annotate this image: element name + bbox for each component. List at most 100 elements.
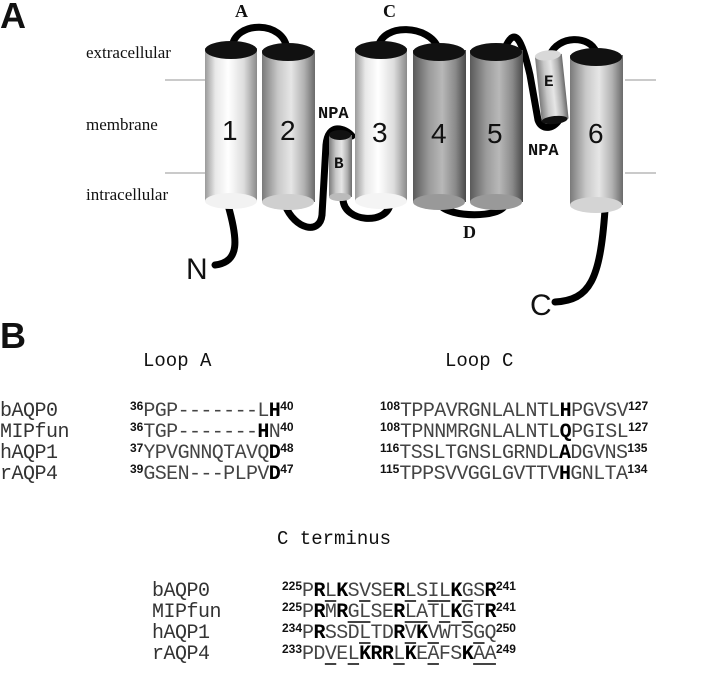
residue-segment: N (268, 421, 281, 444)
residues: PGP-------LH (143, 400, 280, 423)
start-position: 116 (380, 441, 400, 455)
start-position: 36 (130, 399, 144, 413)
underlined-residue: LA (404, 601, 428, 624)
helix-e (534, 50, 569, 125)
end-position: 249 (495, 642, 516, 656)
bold-residue: H (268, 400, 281, 423)
sequence-name: hAQP1 (152, 622, 210, 645)
helix-1 (205, 41, 257, 209)
residue-segment: S (416, 580, 428, 603)
underlined-residue: A (427, 643, 440, 666)
c-terminus-path (551, 206, 609, 306)
residue-segment: TPPSVVGGLGVTTV (399, 463, 559, 486)
residues: PRLKSVSERLSILKGSR (302, 580, 497, 603)
start-position: 37 (130, 441, 144, 455)
helix-number-2: 2 (280, 115, 296, 146)
residues: PDVELKRRLKEAFSKAA (302, 643, 497, 666)
helix-2 (262, 43, 315, 210)
start-position: 225 (282, 600, 303, 614)
start-position: 39 (130, 462, 144, 476)
sequence-name: rAQP4 (0, 463, 58, 486)
region-label-extracellular: extracellular (86, 43, 171, 62)
bold-residue: D (268, 442, 281, 465)
residue-segment: GNLTA (570, 463, 628, 486)
underlined-residue: L (347, 643, 360, 666)
bold-residue: H (559, 400, 572, 423)
region-label-membrane: membrane (86, 115, 158, 134)
bold-residue: Q (559, 421, 572, 444)
start-position: 115 (380, 462, 400, 476)
start-position: 108 (380, 420, 401, 434)
bold-residue: A (559, 442, 571, 465)
bold-residue: R (484, 580, 497, 603)
helix-number-4: 4 (431, 118, 447, 149)
end-position: 48 (280, 441, 294, 455)
end-position: 134 (627, 462, 648, 476)
underlined-residue: V (404, 622, 417, 645)
bold-residue: D (268, 463, 281, 486)
residue-segment: TPPAVRGNLALNTL (400, 400, 560, 423)
bold-residue: K (461, 643, 474, 666)
start-position: 225 (282, 579, 303, 593)
c-terminus-title: C terminus (277, 528, 392, 550)
bold-residue: K (404, 643, 417, 666)
panel-b-label: B (0, 315, 26, 356)
residue-segment: S (347, 580, 360, 603)
underlined-residue: G (461, 580, 474, 603)
loop-label-b: B (334, 155, 344, 173)
residues: TPPAVRGNLALNTLHPGVSV (400, 400, 629, 423)
residue-segment: S (473, 580, 485, 603)
loop-a-path (228, 23, 291, 54)
bold-residue: R (313, 580, 325, 603)
underlined-residue: V (427, 622, 440, 645)
residue-segment: P (302, 622, 314, 645)
end-position: 135 (627, 441, 648, 455)
bold-residue: R (336, 601, 348, 624)
residue-segment: SE (370, 580, 394, 603)
loop-a-title: Loop A (143, 350, 212, 372)
sequence-name: bAQP0 (152, 580, 210, 603)
residue-segment: TGP------- (143, 421, 258, 444)
residue-segment: PGISL (571, 421, 629, 444)
c-terminus-label: C (530, 289, 552, 320)
residue-segment: E (336, 643, 348, 666)
region-label-intracellular: intracellular (86, 185, 168, 204)
helix-number-5: 5 (487, 118, 503, 149)
residue-segment: SE (370, 601, 394, 624)
helix-6 (570, 48, 623, 213)
start-position: 234 (282, 621, 303, 635)
bold-residue: R (393, 601, 405, 624)
helix-b (329, 130, 352, 201)
bold-residue: KRR (359, 643, 394, 666)
bold-residue: R (313, 622, 325, 645)
residue-segment: PGVSV (571, 400, 629, 423)
helix-number-3: 3 (372, 117, 388, 148)
residue-segment: T (473, 601, 485, 624)
residue-segment: T (427, 601, 440, 624)
residue-segment: WTS (438, 622, 474, 645)
end-position: 250 (495, 621, 516, 635)
residue-segment: GSEN---PLPV (143, 463, 269, 486)
sequence-name: rAQP4 (152, 643, 210, 666)
residues: TPNNMRGNLALNTLQPGISL (400, 421, 629, 444)
end-position: 127 (628, 420, 649, 434)
underlined-residue: G (473, 622, 485, 645)
residue-segment: PD (302, 643, 325, 666)
residues: PRSSDLTDRVKVWTSGQ (302, 622, 497, 645)
residue-segment: Q (484, 622, 497, 645)
sequence-name: MIPfun (0, 421, 70, 444)
bold-residue: K (450, 580, 462, 603)
underlined-residue: V (359, 580, 371, 603)
loop-label-d: D (463, 222, 476, 242)
bold-residue: R (393, 622, 405, 645)
